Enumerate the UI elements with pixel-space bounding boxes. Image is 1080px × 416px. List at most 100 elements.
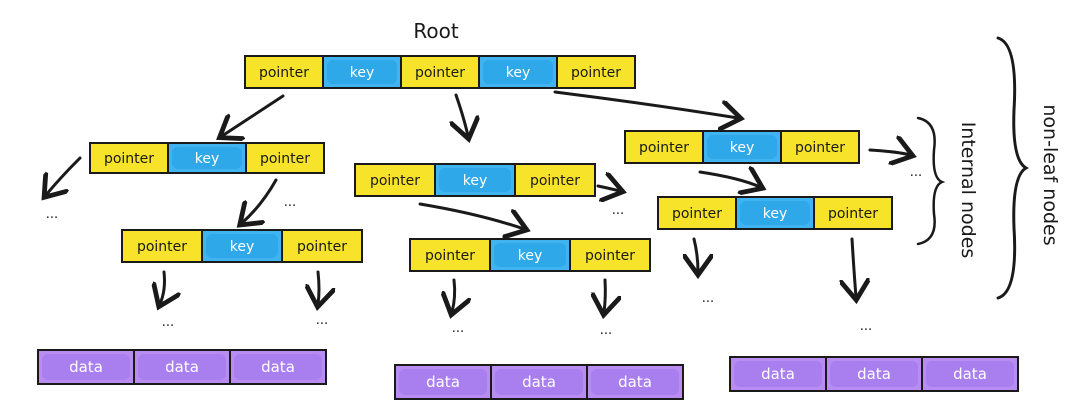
ellipsis-0: ... bbox=[46, 207, 58, 222]
ellipsis-7: ... bbox=[600, 323, 612, 338]
arrow-middle-lower-a bbox=[452, 278, 455, 312]
arrow-middle-lower-b bbox=[604, 278, 605, 312]
right-internal-pointer-cell-2 bbox=[780, 130, 860, 164]
middle-lower-pointer-cell-0 bbox=[409, 238, 491, 272]
arrow-right-outer bbox=[868, 150, 910, 155]
leaf-left-data-label-0: data bbox=[69, 358, 103, 376]
middle-lower-key-fill-1 bbox=[494, 243, 566, 267]
left-lower-pointer-label-2: pointer bbox=[297, 239, 347, 255]
ellipsis-5: ... bbox=[316, 313, 328, 328]
arrow-root-to-middle bbox=[456, 93, 468, 136]
leaf-middle-data-label-0: data bbox=[426, 373, 460, 391]
root-pointer-label-0: pointer bbox=[259, 65, 309, 81]
leaf-right-data-label-0: data bbox=[761, 365, 795, 383]
leaf-left-data-fill-2 bbox=[234, 354, 322, 380]
ellipsis-8: ... bbox=[702, 291, 714, 306]
middle-lower-key-label-1: key bbox=[518, 248, 543, 264]
left-lower-pointer-label-0: pointer bbox=[137, 239, 187, 255]
leaf-left-data-label-2: data bbox=[261, 358, 295, 376]
arrow-left-outer bbox=[46, 156, 82, 195]
middle-internal-key-label-1: key bbox=[463, 173, 488, 189]
internal-nodes-label: Internal nodes bbox=[957, 122, 979, 259]
root-pointer-label-2: pointer bbox=[415, 65, 465, 81]
leaf-left-data-label-1: data bbox=[165, 358, 199, 376]
non-leaf-nodes-brace bbox=[996, 36, 1030, 300]
leaf-middle-node: data data data bbox=[394, 364, 684, 400]
leaf-middle-data-label-1: data bbox=[522, 373, 556, 391]
arrow-right-lower-b bbox=[852, 237, 856, 297]
ellipsis-1: ... bbox=[284, 195, 296, 210]
root-title: Root bbox=[413, 19, 458, 43]
middle-lower-pointer-cell-2 bbox=[569, 238, 651, 272]
leaf-right-data-fill-1 bbox=[830, 361, 918, 387]
root-pointer-cell-0 bbox=[244, 55, 324, 89]
left-internal-pointer-label-0: pointer bbox=[104, 151, 154, 167]
left-lower-key-label-1: key bbox=[230, 239, 255, 255]
leaf-middle-data-label-2: data bbox=[618, 373, 652, 391]
right-internal-key-label-1: key bbox=[730, 140, 755, 156]
ellipsis-3: ... bbox=[910, 165, 922, 180]
ellipsis-2: ... bbox=[612, 203, 624, 218]
arrow-middle-to-lower bbox=[418, 202, 524, 229]
arrow-right-to-lower bbox=[698, 172, 760, 187]
arrow-root-to-right bbox=[553, 90, 738, 118]
middle-internal-pointer-label-0: pointer bbox=[370, 173, 420, 189]
leaf-middle-data-fill-1 bbox=[495, 369, 583, 395]
root-pointer-cell-4 bbox=[556, 55, 636, 89]
left-internal-key-label-1: key bbox=[195, 151, 220, 167]
leaf-middle-data-fill-0 bbox=[399, 369, 487, 395]
arrows-layer bbox=[46, 90, 910, 312]
leaf-right-data-fill-0 bbox=[734, 361, 822, 387]
leaf-right-data-label-1: data bbox=[857, 365, 891, 383]
arrow-middle-outer bbox=[596, 186, 620, 191]
left-lower-node: pointer key pointer bbox=[121, 229, 363, 263]
root-key-label-3: key bbox=[506, 65, 531, 81]
middle-lower-node: pointer key pointer bbox=[409, 238, 651, 272]
right-lower-pointer-cell-2 bbox=[813, 196, 893, 230]
middle-lower-pointer-label-0: pointer bbox=[425, 248, 475, 264]
leaf-right-node: data data data bbox=[729, 356, 1019, 392]
right-internal-pointer-cell-0 bbox=[624, 130, 704, 164]
arrow-root-to-left bbox=[222, 94, 285, 136]
left-internal-pointer-cell-2 bbox=[245, 142, 325, 174]
right-lower-pointer-label-0: pointer bbox=[672, 206, 722, 222]
non-leaf-nodes-label: non-leaf nodes bbox=[1039, 104, 1061, 245]
right-lower-node: pointer key pointer bbox=[657, 196, 893, 230]
right-lower-pointer-label-2: pointer bbox=[828, 206, 878, 222]
root-node: pointer key pointer key pointer bbox=[244, 55, 636, 89]
root-key-fill-3 bbox=[483, 60, 553, 84]
ellipsis-6: ... bbox=[452, 321, 464, 336]
middle-internal-node: pointer key pointer bbox=[354, 163, 596, 197]
root-key-label-1: key bbox=[350, 65, 375, 81]
leaf-right-data-label-2: data bbox=[953, 365, 987, 383]
arrow-right-lower-a bbox=[694, 237, 698, 272]
right-lower-key-label-1: key bbox=[763, 206, 788, 222]
arrow-left-lower-a bbox=[160, 270, 165, 304]
left-lower-key-fill-1 bbox=[206, 234, 278, 258]
left-internal-node: pointer key pointer bbox=[89, 142, 325, 174]
leaf-left-data-fill-1 bbox=[138, 354, 226, 380]
right-internal-pointer-label-0: pointer bbox=[639, 140, 689, 156]
right-lower-key-fill-1 bbox=[740, 201, 810, 225]
right-lower-pointer-cell-0 bbox=[657, 196, 737, 230]
ellipsis-9: ... bbox=[860, 319, 872, 334]
middle-internal-pointer-label-2: pointer bbox=[530, 173, 580, 189]
leaf-right-data-fill-2 bbox=[926, 361, 1014, 387]
arrow-left-to-lower bbox=[242, 178, 278, 223]
root-key-fill-1 bbox=[327, 60, 397, 84]
leaf-left-node: data data data bbox=[37, 349, 327, 385]
right-internal-pointer-label-2: pointer bbox=[795, 140, 845, 156]
middle-internal-pointer-cell-2 bbox=[514, 163, 596, 197]
root-pointer-label-4: pointer bbox=[571, 65, 621, 81]
left-lower-pointer-cell-2 bbox=[281, 229, 363, 263]
left-internal-pointer-label-2: pointer bbox=[260, 151, 310, 167]
middle-lower-pointer-label-2: pointer bbox=[585, 248, 635, 264]
left-internal-pointer-cell-0 bbox=[89, 142, 169, 174]
leaf-middle-data-fill-2 bbox=[591, 369, 679, 395]
left-internal-key-fill-1 bbox=[172, 147, 242, 169]
arrow-left-lower-b bbox=[318, 270, 319, 304]
dots-layer: .............................. bbox=[46, 165, 922, 338]
ellipsis-4: ... bbox=[162, 315, 174, 330]
